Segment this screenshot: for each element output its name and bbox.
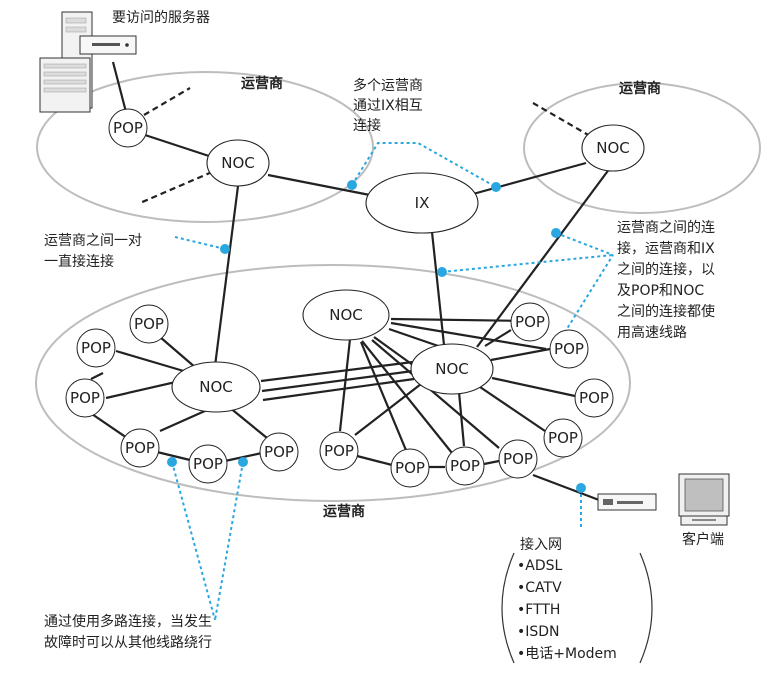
svg-text:POP: POP xyxy=(554,340,584,358)
svg-text:POP: POP xyxy=(193,455,223,473)
svg-text:之间的连接，以: 之间的连接，以 xyxy=(617,261,715,278)
svg-text:POP: POP xyxy=(548,429,578,447)
pop-node: POP xyxy=(259,432,299,472)
note-high-speed: 运营商之间的连 接，运营商和IX 之间的连接，以 及POP和NOC 之间的连接都… xyxy=(617,220,715,341)
isp-label-top-left: 运营商 xyxy=(241,75,283,92)
svg-text:POP: POP xyxy=(579,389,609,407)
network-links xyxy=(88,61,611,502)
pop-node: POP xyxy=(390,448,430,488)
pop-node: POP xyxy=(543,418,583,458)
pop-node: POP xyxy=(65,378,105,418)
svg-text:NOC: NOC xyxy=(199,378,233,396)
pop-node: POP xyxy=(445,446,485,486)
pop-node: POP xyxy=(549,329,589,369)
svg-text:用高速线路: 用高速线路 xyxy=(617,324,687,341)
noc-node-bottom-left: NOC xyxy=(171,361,261,413)
noc-node-bottom-upper: NOC xyxy=(302,289,390,341)
note-redundancy: 通过使用多路连接，当发生 故障时可以从其他线路绕行 xyxy=(44,613,212,651)
svg-text:NOC: NOC xyxy=(596,139,630,157)
svg-text:通过IX相互: 通过IX相互 xyxy=(353,98,423,114)
access-item: •ISDN xyxy=(517,624,560,640)
client-computer-icon xyxy=(678,473,730,526)
svg-text:连接: 连接 xyxy=(353,117,381,134)
ix-node: IX xyxy=(365,172,479,234)
svg-text:POP: POP xyxy=(81,339,111,357)
pop-node: POP xyxy=(574,378,614,418)
pop-node: POP xyxy=(120,428,160,468)
svg-text:POP: POP xyxy=(450,457,480,475)
noc-node-top-right: NOC xyxy=(581,124,645,172)
svg-text:POP: POP xyxy=(395,459,425,477)
client-label: 客户端 xyxy=(682,531,724,548)
svg-text:之间的连接都使: 之间的连接都使 xyxy=(617,303,715,320)
svg-text:及POP和NOC: 及POP和NOC xyxy=(617,283,704,299)
pop-node: POP xyxy=(188,444,228,484)
svg-text:POP: POP xyxy=(503,450,533,468)
svg-text:接，运营商和IX: 接，运营商和IX xyxy=(617,240,715,257)
svg-text:NOC: NOC xyxy=(221,154,255,172)
access-item: •ADSL xyxy=(517,558,563,574)
svg-text:POP: POP xyxy=(264,443,294,461)
pop-node: POP xyxy=(129,304,169,344)
svg-text:IX: IX xyxy=(415,194,430,212)
access-network-list: 接入网 •ADSL •CATV •FTTH •ISDN •电话+Modem xyxy=(501,536,653,664)
pop-node: POP xyxy=(510,302,550,342)
svg-text:POP: POP xyxy=(134,315,164,333)
svg-text:POP: POP xyxy=(113,119,143,137)
note-direct-connect: 运营商之间一对 一直接连接 xyxy=(44,233,142,270)
svg-text:NOC: NOC xyxy=(329,306,363,324)
access-item: •FTTH xyxy=(517,602,560,618)
svg-text:POP: POP xyxy=(515,313,545,331)
note-ix-interconnect: 多个运营商 通过IX相互 连接 xyxy=(353,77,423,134)
svg-text:NOC: NOC xyxy=(435,360,469,378)
svg-text:运营商之间的连: 运营商之间的连 xyxy=(617,220,715,236)
pop-node-top-left: POP xyxy=(108,108,148,148)
server-icon xyxy=(39,11,137,113)
noc-node-bottom-hub: NOC xyxy=(410,343,494,395)
isp-label-bottom: 运营商 xyxy=(323,503,365,520)
noc-node-top-left: NOC xyxy=(206,139,270,187)
svg-text:POP: POP xyxy=(324,442,354,460)
modem-icon xyxy=(597,493,657,511)
svg-text:POP: POP xyxy=(70,389,100,407)
external-stub-links xyxy=(139,87,591,205)
svg-text:多个运营商: 多个运营商 xyxy=(353,77,423,94)
access-network-title: 接入网 xyxy=(520,536,562,553)
pop-node: POP xyxy=(76,328,116,368)
pop-node: POP xyxy=(319,431,359,471)
isp-label-top-right: 运营商 xyxy=(619,80,661,97)
svg-text:运营商之间一对: 运营商之间一对 xyxy=(44,233,142,249)
svg-text:通过使用多路连接，当发生: 通过使用多路连接，当发生 xyxy=(44,613,212,630)
svg-text:故障时可以从其他线路绕行: 故障时可以从其他线路绕行 xyxy=(44,635,212,651)
access-item: •电话+Modem xyxy=(517,646,617,662)
isp-boundary-top-left xyxy=(36,71,374,223)
svg-text:POP: POP xyxy=(125,439,155,457)
pop-node: POP xyxy=(498,439,538,479)
isp-boundary-top-right xyxy=(523,82,761,214)
server-label: 要访问的服务器 xyxy=(112,10,210,26)
isp-boundary-bottom xyxy=(35,264,631,502)
svg-text:一直接连接: 一直接连接 xyxy=(44,253,114,270)
access-item: •CATV xyxy=(517,580,562,596)
